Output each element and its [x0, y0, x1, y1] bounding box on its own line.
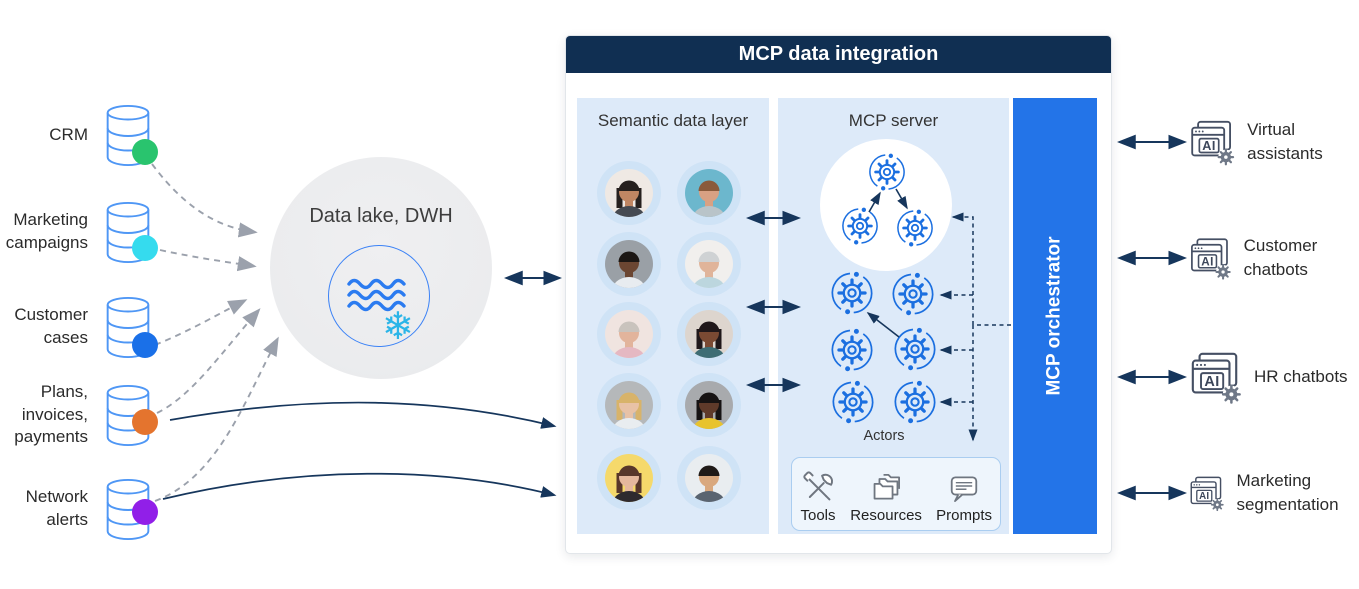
consumer-label: Virtual assistants: [1247, 120, 1323, 163]
consumer-label: Customer chatbots: [1243, 236, 1318, 279]
data-lake-label: Data lake, DWH: [309, 205, 453, 227]
water-waves-icon: [347, 278, 406, 312]
avatar-woman-glasses-yellow-shirt: [677, 373, 741, 437]
source-dot: [132, 499, 158, 525]
avatar-man-gray-sweater: [677, 446, 741, 510]
ai-app-icon: AI: [1188, 350, 1242, 404]
consumer-customer-chatbots: AI Customer chatbots: [1188, 229, 1359, 287]
ai-app-icon: AI: [1188, 466, 1224, 520]
avatar-woman-long-dark-hair: [597, 161, 661, 225]
consumer-label: Marketing segmentation: [1236, 471, 1339, 514]
server-primitives-box: Tools Resources Prompts: [791, 457, 1001, 531]
source-label: Customer cases: [14, 305, 88, 347]
avatar-man-dark-skin: [597, 232, 661, 296]
consumer-virtual-assistants: AI Virtual assistants: [1188, 113, 1359, 171]
mcp-data-integration-box: MCP data integration Semantic data layer: [565, 35, 1112, 554]
primitive-tools: Tools: [800, 470, 836, 524]
data-lake-circle: Data lake, DWH ❄: [270, 157, 492, 379]
source-label: Network alerts: [25, 487, 88, 529]
avatar-woman-dark-skin: [677, 302, 741, 366]
actors-label: Actors: [863, 428, 905, 444]
source-to-lake-arrows: [151, 163, 279, 502]
ai-icon-text: AI: [1202, 139, 1215, 153]
ai-app-icon: AI: [1188, 231, 1232, 285]
avatar-grid: [577, 98, 769, 534]
prompts-icon: [946, 470, 982, 506]
consumer-hr-chatbots: AI HR chatbots: [1188, 348, 1359, 406]
source-label: Marketing campaigns: [5, 210, 88, 252]
source-label: CRM: [49, 124, 88, 144]
primitive-resources: Resources: [850, 470, 922, 524]
source-customer-cases: Customer cases: [0, 296, 158, 358]
avatar-woman-gray-hair: [677, 232, 741, 296]
mcp-server-panel: MCP server Actors Tools Resources Prompt…: [778, 98, 1009, 534]
ai-icon-text: AI: [1201, 255, 1213, 268]
source-dot: [132, 332, 158, 358]
semantic-data-layer-panel: Semantic data layer: [577, 98, 769, 534]
box-title: MCP data integration: [738, 43, 939, 65]
primitive-label: Tools: [800, 507, 836, 524]
primitive-label: Resources: [850, 507, 922, 524]
source-dot: [132, 139, 158, 165]
orchestrator-label: MCP orchestrator: [1044, 236, 1065, 396]
avatar-man-short-brown-hair: [677, 161, 741, 225]
source-label: Plans, invoices, payments: [14, 381, 88, 447]
source-plans-invoices-payments: Plans, invoices, payments: [0, 382, 158, 446]
ai-icon-text: AI: [1199, 491, 1209, 502]
primitive-prompts: Prompts: [936, 470, 992, 524]
consumer-label: HR chatbots: [1254, 367, 1348, 387]
source-dot: [132, 235, 158, 261]
box-header: MCP data integration: [566, 36, 1111, 73]
avatar-woman-blonde: [597, 373, 661, 437]
consumer-marketing-segmentation: AI Marketing segmentation: [1188, 464, 1359, 522]
ai-icon-text: AI: [1204, 374, 1219, 390]
primitive-label: Prompts: [936, 507, 992, 524]
semantic-layer-title: Semantic data layer: [597, 111, 749, 130]
source-network-alerts: Network alerts: [0, 478, 158, 540]
avatar-woman-long-brown-hair: [597, 446, 661, 510]
mcp-orchestrator-bar: MCP orchestrator: [1013, 98, 1097, 534]
source-dot: [132, 409, 158, 435]
avatar-older-woman-gray-hair: [597, 302, 661, 366]
source-to-box-arrows: [162, 401, 557, 500]
source-marketing-campaigns: Marketing campaigns: [0, 201, 158, 263]
snowflake-icon: ❄: [382, 306, 414, 348]
resources-icon: [868, 470, 904, 506]
lake-inner-circle: ❄: [328, 245, 430, 347]
mcp-server-title: MCP server: [848, 111, 939, 130]
source-crm: CRM: [0, 104, 158, 166]
ai-app-icon: AI: [1188, 115, 1235, 169]
tools-icon: [800, 470, 836, 506]
